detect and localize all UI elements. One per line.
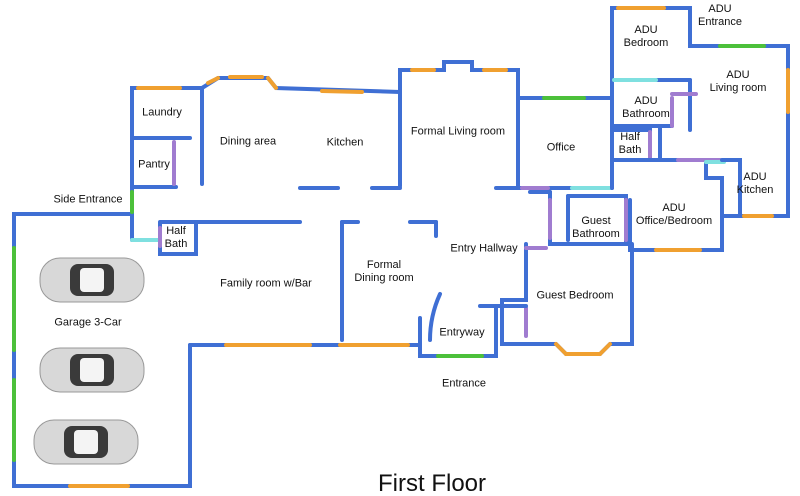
room-label-half-bath: Half Bath [164,225,188,250]
window [266,76,278,90]
living-room-wall [398,60,520,190]
room-label-adu-entrance: ADU Entrance [697,3,743,28]
room-label-formal-dining-room: Formal Dining room [354,259,414,284]
garage-wall [12,212,192,488]
adu-kitchen-wall [720,158,742,218]
room-label-adu-kitchen: ADU Kitchen [736,171,774,196]
room-label-guest-bathroom: Guest Bathroom [572,215,620,240]
room-label-adu-bathroom: ADU Bathroom [622,95,670,120]
room-label-formal-living-room: Formal Living room [410,125,506,138]
room-label-adu-bedroom: ADU Bedroom [623,24,669,49]
dining-wall [200,76,402,94]
entryway-curve [428,292,442,342]
window [320,89,364,94]
floor-title: First Floor [378,470,486,496]
room-label-family-room: Family room w/Bar [220,277,312,290]
walls [12,6,790,488]
room-label-laundry: Laundry [142,106,182,119]
car-icon [33,419,139,465]
room-label-garage: Garage 3-Car [54,316,122,329]
room-label-dining-area: Dining area [219,135,277,148]
room-label-pantry: Pantry [138,158,170,171]
room-label-guest-bedroom: Guest Bedroom [536,289,614,302]
entrance-label: Entrance [441,377,487,390]
room-label-adu-living-room: ADU Living room [709,69,767,94]
side-entrance-label: Side Entrance [53,193,123,206]
car-icon [39,347,145,393]
room-label-adu-office-bedroom: ADU Office/Bedroom [635,202,713,227]
cars [33,257,145,465]
window [598,342,612,356]
room-label-kitchen: Kitchen [326,136,364,149]
window [554,342,568,356]
room-label-office: Office [546,141,576,154]
room-label-entry-hallway: Entry Hallway [450,242,518,255]
window [206,76,220,85]
adu-wall [610,6,790,218]
room-label-adu-half-bath: Half Bath [618,131,642,156]
car-icon [39,257,145,303]
room-label-entryway: Entryway [439,326,485,339]
